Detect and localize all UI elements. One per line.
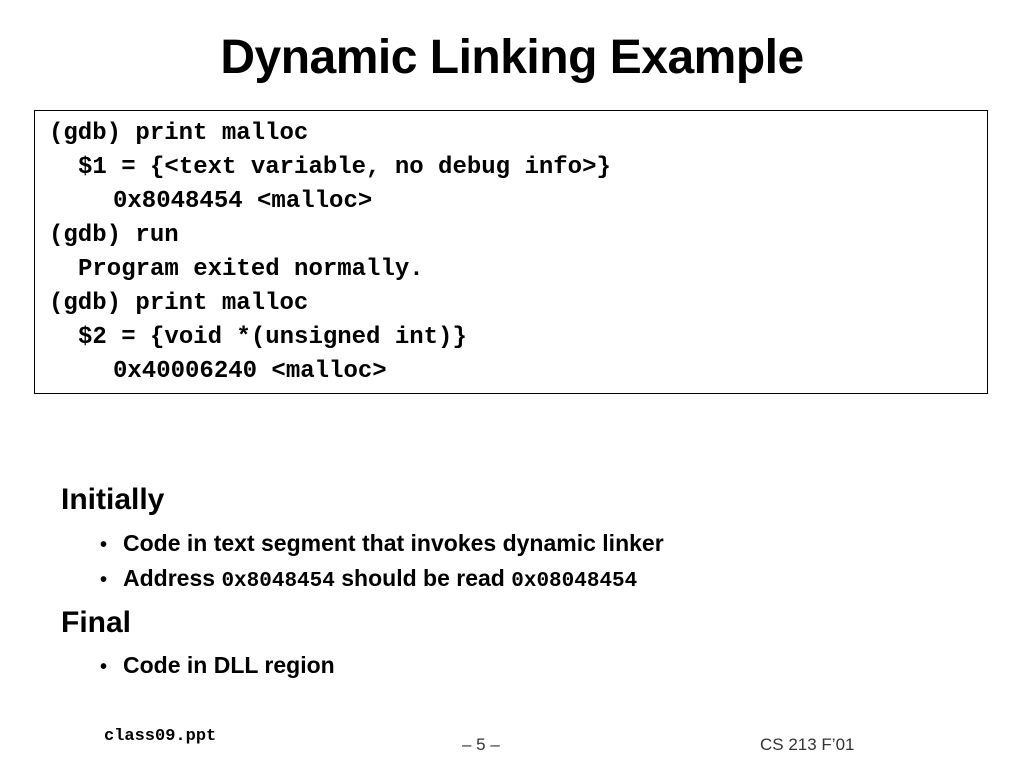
footer-course-label: CS 213 F’01 — [760, 735, 855, 754]
bullet-glyph: • — [100, 534, 108, 556]
bullet-glyph: • — [100, 656, 108, 678]
gdb-session-box: (gdb) print malloc $1 = {<text variable,… — [34, 110, 988, 394]
code-line: (gdb) run — [49, 222, 179, 249]
code-line: 0x8048454 <malloc> — [113, 188, 373, 215]
footer-filename: class09.ppt — [104, 727, 217, 746]
bullet-text: Address — [123, 565, 222, 591]
code-line: (gdb) print malloc — [49, 290, 309, 317]
bullet-item: • Address 0x8048454 should be read 0x0804… — [100, 563, 637, 597]
slide-title: Dynamic Linking Example — [220, 31, 804, 84]
bullet-item: • Code in text segment that invokes dynam… — [100, 528, 664, 560]
section-heading-initially: Initially — [61, 483, 165, 516]
bullet-text: Code in DLL region — [123, 652, 335, 678]
footer-page-number: – 5 – — [462, 735, 500, 754]
bullet-code: 0x08048454 — [511, 570, 638, 593]
bullet-item: • Code in DLL region — [100, 650, 335, 682]
code-line: $1 = {<text variable, no debug info>} — [78, 154, 611, 181]
bullet-code: 0x8048454 — [221, 570, 335, 593]
code-line: 0x40006240 <malloc> — [113, 358, 387, 385]
code-line: Program exited normally. — [78, 256, 424, 283]
section-heading-final: Final — [61, 606, 132, 639]
code-line: (gdb) print malloc — [49, 120, 309, 147]
bullet-glyph: • — [100, 569, 108, 591]
code-line: $2 = {void *(unsigned int)} — [78, 324, 467, 351]
bullet-text: Code in text segment that invokes dynami… — [123, 530, 664, 556]
bullet-text: should be read — [334, 565, 512, 591]
